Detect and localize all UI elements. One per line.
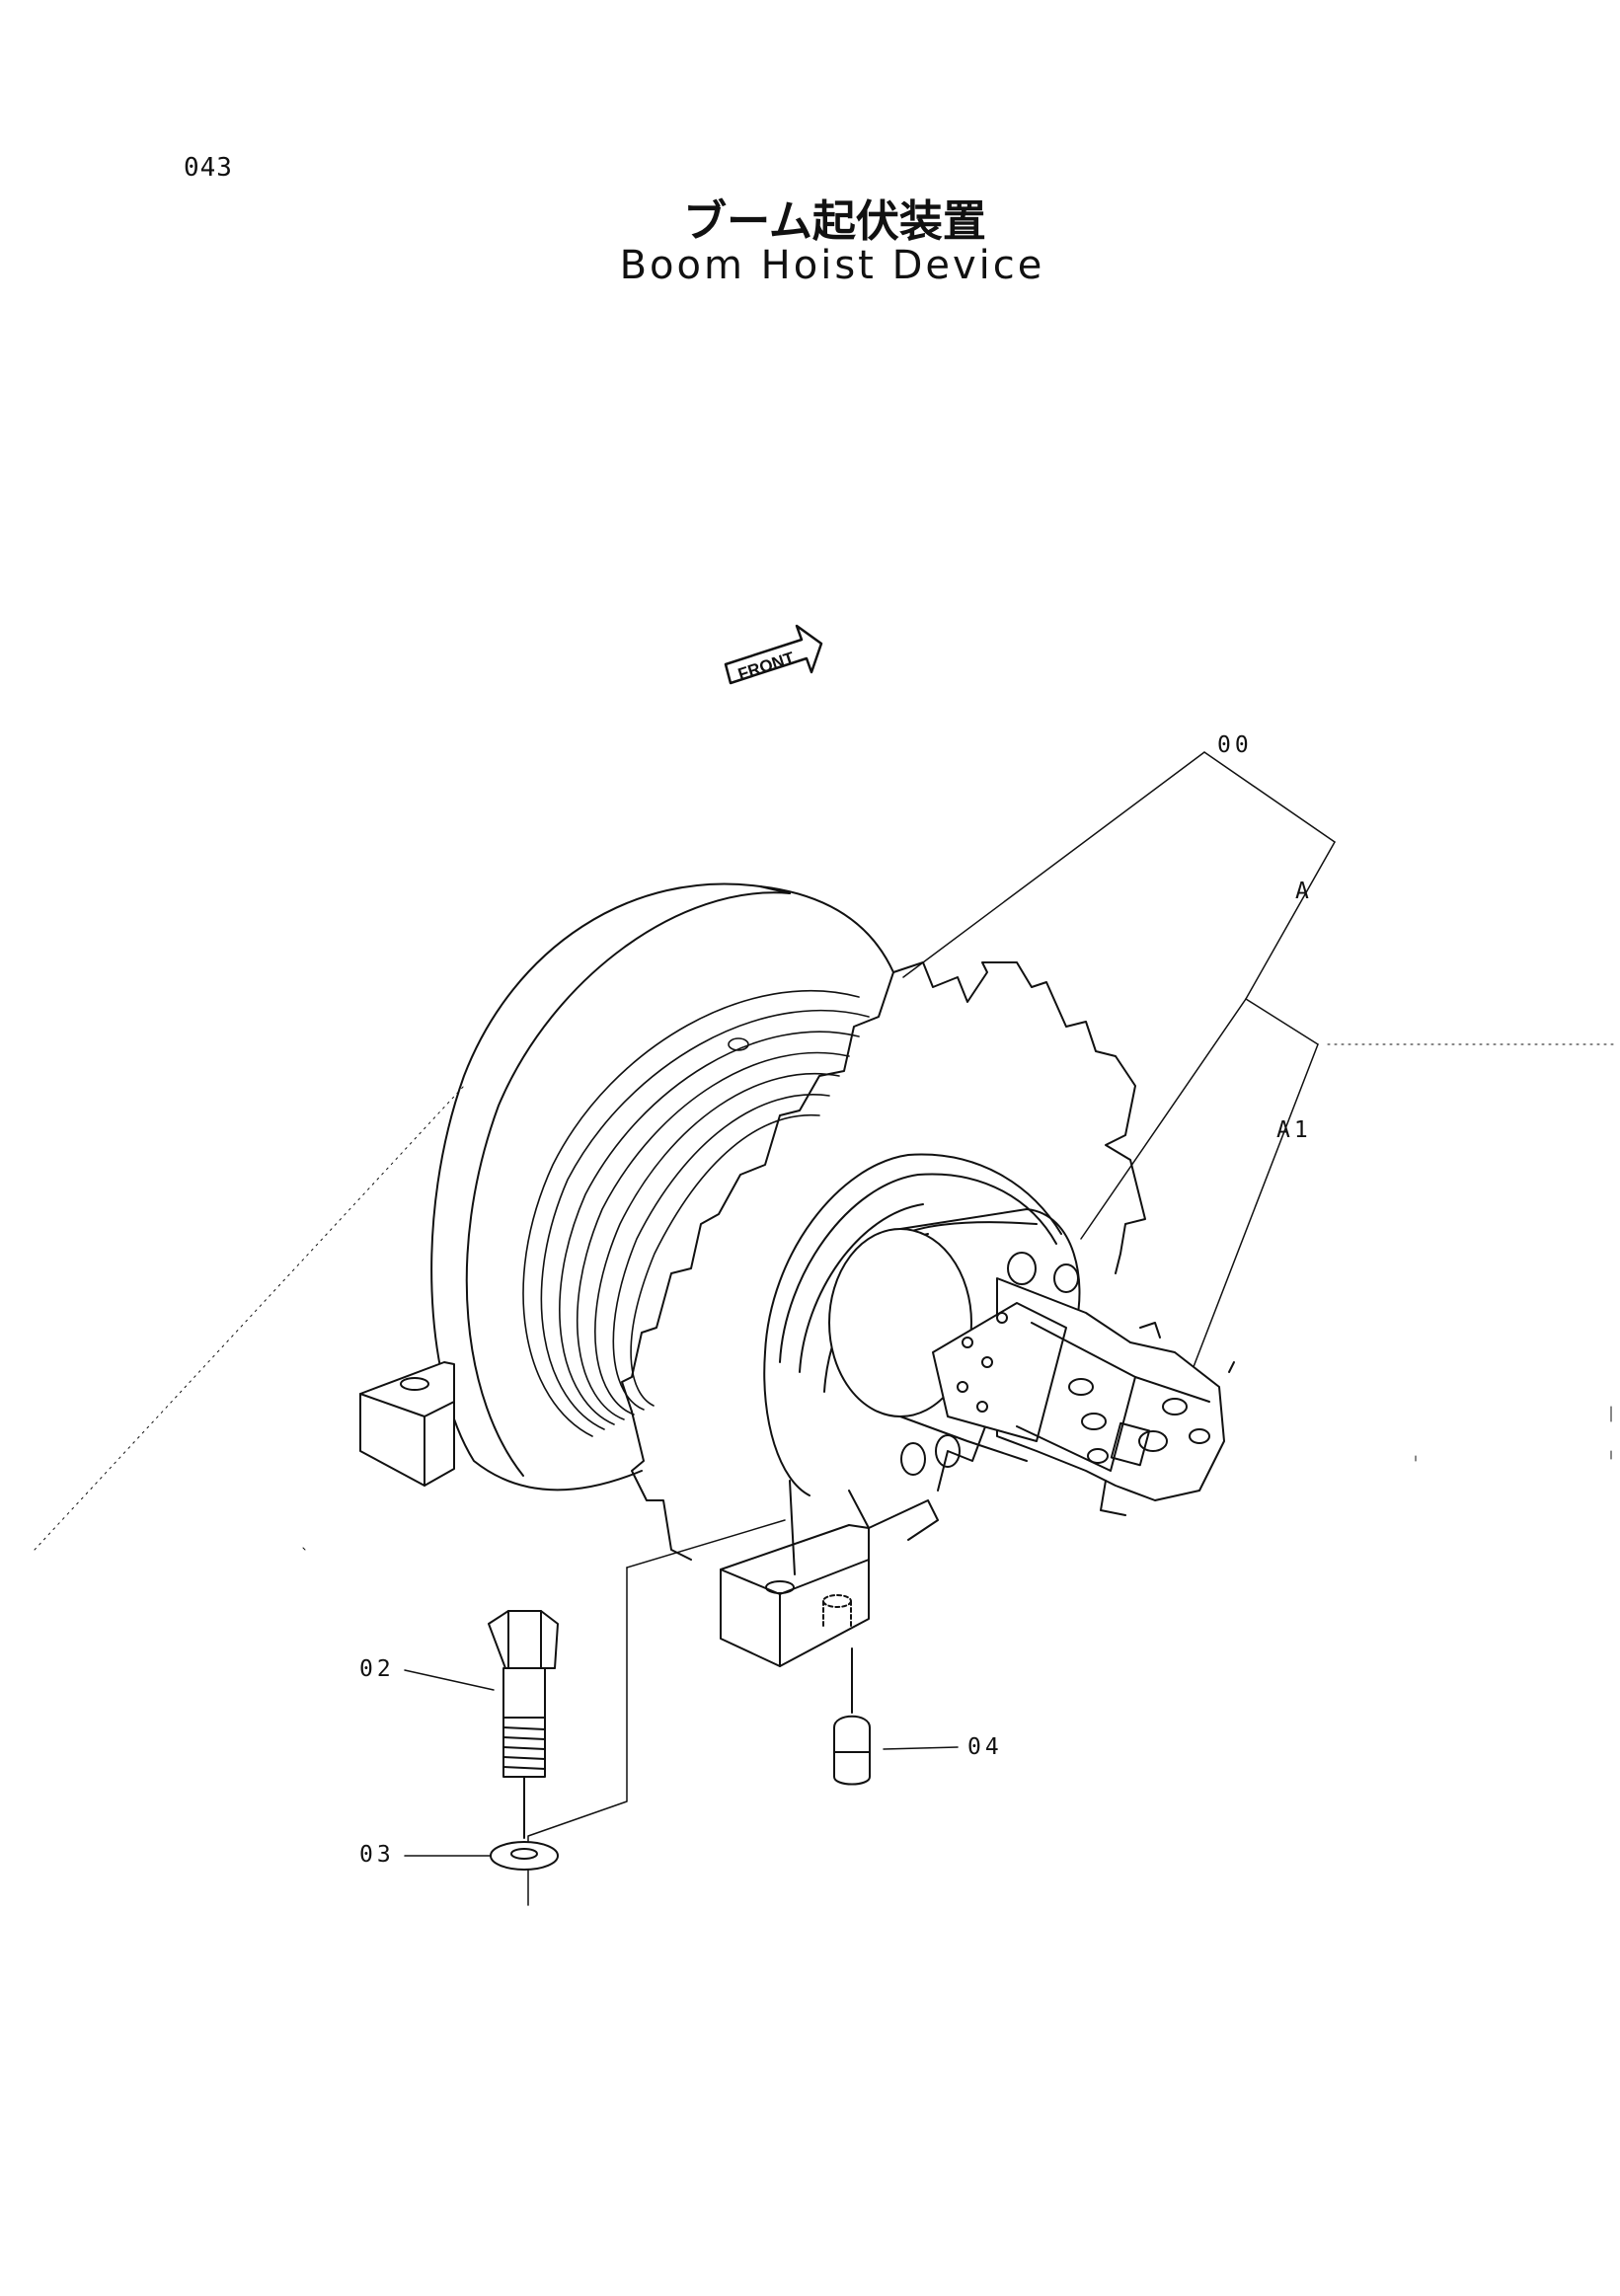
callout-04: 04 [967, 1734, 1003, 1760]
hydraulic-motor [829, 1209, 1234, 1515]
pin-part [834, 1648, 870, 1785]
callout-02: 02 [359, 1656, 395, 1682]
title-japanese: ブーム起伏装置 [683, 196, 986, 247]
rope-drum [523, 991, 869, 1436]
callout-00: 00 [1217, 732, 1253, 758]
title-english: Boom Hoist Device [619, 243, 1045, 288]
right-base-block [721, 1481, 938, 1666]
drum-flange [431, 883, 893, 1490]
callout-03: 03 [359, 1842, 395, 1868]
page-number: 043 [184, 153, 233, 183]
left-base-block [360, 1362, 454, 1486]
bolt-part [489, 1611, 558, 1838]
front-arrow-icon: FRONT [726, 626, 821, 684]
sprocket-gear [622, 962, 1145, 1560]
callout-a1: A1 [1276, 1117, 1312, 1143]
washer-part [491, 1842, 558, 1870]
scan-marks [303, 1407, 1611, 1550]
callout-a: A [1295, 879, 1313, 904]
leader-lines [35, 752, 1614, 1905]
